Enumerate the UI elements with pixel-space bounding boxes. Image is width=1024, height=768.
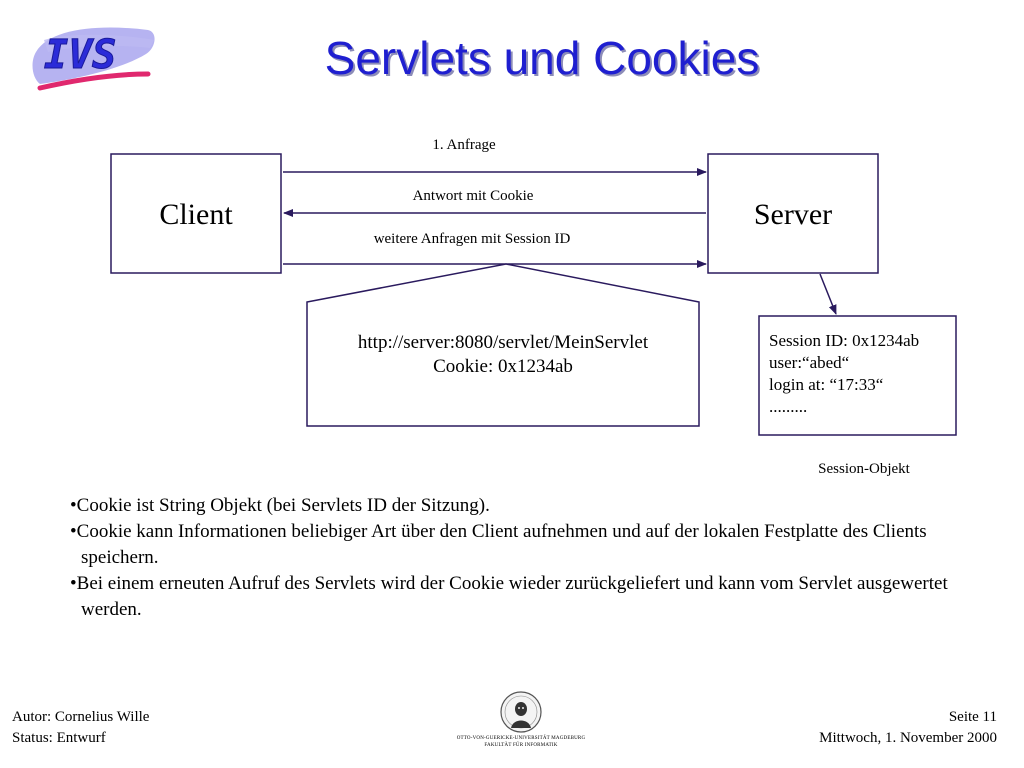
- further-requests-label: weitere Anfragen mit Session ID: [373, 231, 571, 247]
- bullet-item: •Cookie ist String Objekt (bei Servlets …: [70, 493, 990, 519]
- bullet-text: Cookie kann Informationen beliebiger Art…: [76, 521, 927, 568]
- request-label: 1. Anfrage: [432, 137, 496, 153]
- bullet-dot-icon: •: [70, 495, 77, 516]
- session-link-arrow: [819, 273, 837, 315]
- session-id-line: Session ID: 0x1234ab: [769, 331, 920, 350]
- session-object-caption: Session-Objekt: [818, 461, 910, 477]
- server-label: Server: [753, 198, 833, 231]
- callout-url: http://server:8080/servlet/MeinServlet: [357, 332, 649, 353]
- university-seal-icon: [500, 691, 542, 733]
- ivs-logo-graphic: IVS: [32, 27, 155, 91]
- bullet-item: •Bei einem erneuten Aufruf des Servlets …: [70, 571, 990, 623]
- bullet-list: •Cookie ist String Objekt (bei Servlets …: [70, 493, 990, 623]
- slide-title: Servlets und Cookies: [324, 32, 760, 84]
- server-box: [707, 153, 879, 274]
- bullet-item: •Cookie kann Informationen beliebiger Ar…: [70, 519, 990, 571]
- logo-text: IVS: [44, 32, 116, 78]
- bullet-dot-icon: •: [70, 573, 77, 594]
- bullet-text: Bei einem erneuten Aufruf des Servlets w…: [76, 573, 948, 620]
- seal-caption-line-2: FAKULTÄT FÜR INFORMATIK: [484, 743, 558, 748]
- university-seal: [499, 690, 543, 734]
- client-box: [110, 153, 282, 274]
- session-login-line: login at: “17:33“: [769, 375, 884, 394]
- footer-page: Seite 11: [948, 709, 997, 725]
- ivs-logo: IVS: [30, 18, 160, 100]
- response-label: Antwort mit Cookie: [412, 188, 534, 204]
- footer-date: Mittwoch, 1. November 2000: [819, 730, 997, 746]
- callout-cookie: Cookie: 0x1234ab: [433, 356, 573, 377]
- client-label: Client: [159, 198, 233, 231]
- seal-caption-line-1: OTTO-VON-GUERICKE-UNIVERSITÄT MAGDEBURG: [456, 736, 586, 741]
- bullet-text: Cookie ist String Objekt (bei Servlets I…: [76, 495, 490, 516]
- footer-author: Autor: Cornelius Wille: [12, 709, 150, 725]
- session-user-line: user:“abed“: [769, 353, 850, 372]
- bullet-dot-icon: •: [70, 521, 77, 542]
- session-more-line: .........: [769, 397, 808, 416]
- seal-caption: OTTO-VON-GUERICKE-UNIVERSITÄT MAGDEBURG …: [421, 735, 621, 749]
- footer-status: Status: Entwurf: [12, 730, 106, 746]
- request-callout: [306, 263, 700, 427]
- session-object-box: [758, 315, 957, 436]
